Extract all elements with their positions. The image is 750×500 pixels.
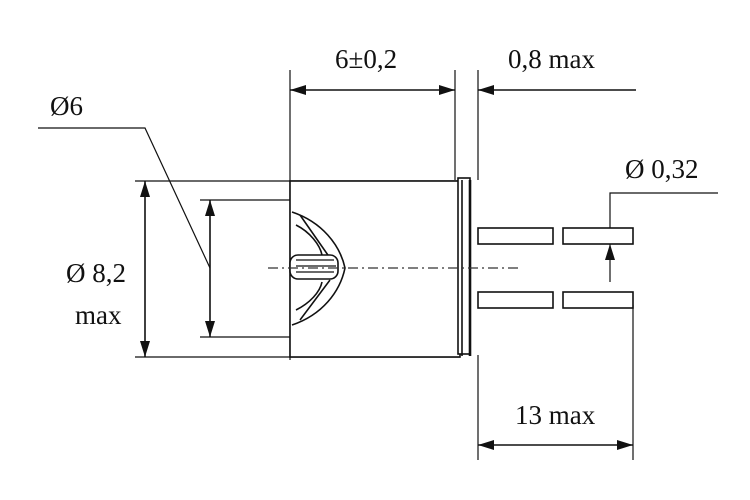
label-body-diameter-max: max — [75, 300, 122, 330]
label-length: 6±0,2 — [335, 44, 397, 74]
label-lead-length: 13 max — [515, 400, 596, 430]
dim-lead-length — [478, 440, 633, 450]
led-body — [289, 177, 472, 358]
dim-body-diameter — [140, 181, 150, 357]
label-body-diameter: Ø 8,2 — [66, 258, 126, 288]
dim-lens-diameter — [38, 127, 215, 337]
label-pin-diameter: Ø 0,32 — [625, 154, 699, 184]
label-lens-diameter: Ø6 — [50, 91, 83, 121]
dim-pin-diameter — [605, 192, 718, 282]
label-flange: 0,8 max — [508, 44, 595, 74]
led-leads — [477, 227, 634, 309]
dim-flange — [478, 85, 636, 95]
dim-length — [290, 85, 455, 95]
